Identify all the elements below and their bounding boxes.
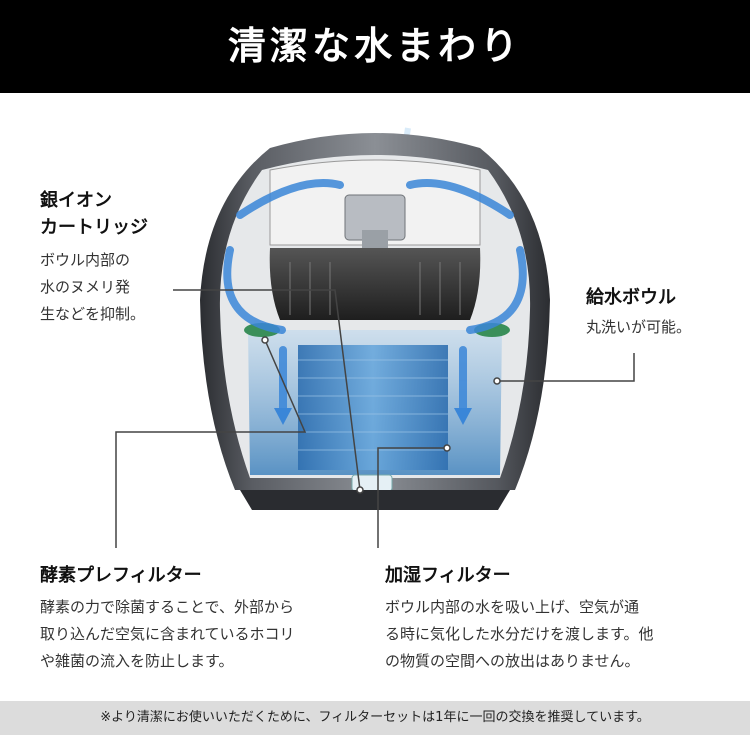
callout-enzyme-prefilter-title: 酵素プレフィルター [40, 565, 202, 586]
callout-ion-cartridge-desc-line3: 生などを抑制。 [40, 305, 146, 323]
humidifier-cutaway-illustration [115, 127, 635, 548]
airflow-arrows [223, 179, 527, 414]
callout-ion-cartridge-title-line2: カートリッジ [40, 217, 148, 238]
callout-enzyme-prefilter-desc-line1: 酵素の力で除菌することで、外部から [40, 598, 294, 616]
callout-water-bowl-desc: 丸洗いが可能。 [586, 318, 692, 336]
leader-lines [115, 289, 635, 548]
callout-ion-cartridge-title-line1: 銀イオン [40, 190, 112, 211]
callout-humidify-filter-desc-line1: ボウル内部の水を吸い上げ、空気が通 [385, 598, 639, 616]
callout-humidify-filter-desc-line2: る時に気化した水分だけを渡します。他 [385, 625, 654, 643]
callout-water-bowl-title: 給水ボウル [586, 287, 676, 308]
header-bar: 清潔な水まわり [0, 0, 750, 93]
callout-ion-cartridge-desc-line2: 水のヌメリ発 [40, 278, 131, 296]
humidify-filter-media [298, 345, 448, 470]
callout-humidify-filter-desc-line3: の物質の空間への放出はありません。 [385, 652, 640, 670]
base-tray [240, 490, 510, 510]
footer-note: ※より清潔にお使いいただくために、フィルターセットは1年に一回の交換を推奨してい… [100, 710, 650, 725]
callout-humidify-filter-title: 加湿フィルター [385, 565, 511, 586]
callout-enzyme-prefilter-desc-line2: 取り込んだ空気に含まれているホコリ [40, 625, 295, 643]
callout-enzyme-prefilter-desc-line3: や雑菌の流入を防止します。 [40, 652, 234, 670]
page-title: 清潔な水まわり [227, 24, 522, 68]
callout-ion-cartridge-desc-line1: ボウル内部の [40, 251, 131, 269]
footer-note-bar: ※より清潔にお使いいただくために、フィルターセットは1年に一回の交換を推奨してい… [0, 701, 750, 735]
fan-housing [269, 248, 481, 320]
